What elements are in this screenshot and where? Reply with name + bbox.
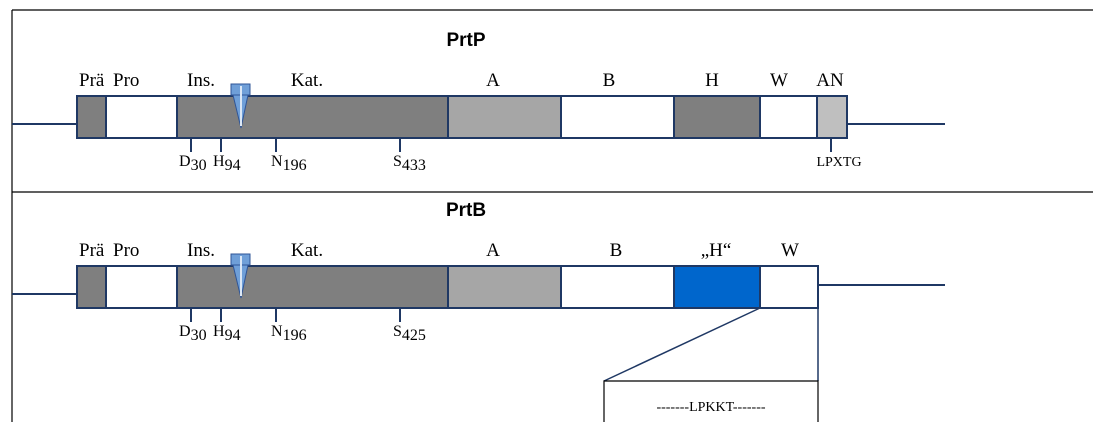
zoom-box xyxy=(603,380,819,422)
prtb-domain-w xyxy=(759,265,819,309)
prtb-insertion-pin-icon xyxy=(230,253,251,299)
prtb-domain-label-h: „H“ xyxy=(701,240,732,261)
prtp-domain-label-a: A xyxy=(486,70,500,91)
prtp-domain-label-b: B xyxy=(603,70,616,91)
prtp-domain-h xyxy=(673,95,761,139)
prtp-anchor-motif: LPXTG xyxy=(816,155,861,170)
prtb-domain-label-b: B xyxy=(610,240,623,261)
prtb-domain-h xyxy=(673,265,761,309)
prtp-domain-label-h: H xyxy=(705,70,719,91)
prtb-domain-pre xyxy=(76,265,107,309)
prtb-diagram: PrtB Prä Pro Ins. Kat. A B „H“ W xyxy=(12,200,945,422)
prtp-domain-label-kat: Kat. xyxy=(291,70,323,91)
prtb-domain-label-pre: Prä xyxy=(79,240,105,261)
prtp-domain-label-pro: Pro xyxy=(113,70,139,91)
prtb-site-n-label: N196 xyxy=(271,323,307,344)
prtp-site-d-label: D30 xyxy=(179,153,207,174)
prtp-domain-w xyxy=(759,95,818,139)
prtp-domain-label-an: AN xyxy=(816,70,844,91)
prtp-domain-label-ins: Ins. xyxy=(187,70,215,91)
prtb-domain-a xyxy=(447,265,562,309)
prtp-diagram: PrtP Prä Pro Ins. Kat. A B H W AN xyxy=(12,30,945,174)
prtp-domain-pre xyxy=(76,95,107,139)
prtb-site-d-label: D30 xyxy=(179,323,207,344)
prtb-domain-label-kat: Kat. xyxy=(291,240,323,261)
zoom-motif: -------LPKKT------- xyxy=(656,400,765,415)
prtb-domain-label-pro: Pro xyxy=(113,240,139,261)
prtp-site-n-label: N196 xyxy=(271,153,307,174)
prtb-domain-label-w: W xyxy=(781,240,799,261)
prtb-domain-pro xyxy=(105,265,178,309)
prtb-domain-catalytic xyxy=(176,265,449,309)
prtp-domain-pro xyxy=(105,95,178,139)
prtb-domain-label-ins: Ins. xyxy=(187,240,215,261)
prtp-title: PrtP xyxy=(446,30,485,51)
prtb-domain-b xyxy=(560,265,675,309)
prtb-domain-label-a: A xyxy=(486,240,500,261)
prtp-insertion-pin-icon xyxy=(230,83,251,129)
prtp-domain-label-w: W xyxy=(770,70,788,91)
prtp-site-h-label: H94 xyxy=(213,153,241,174)
prtb-site-s-label: S425 xyxy=(393,323,426,344)
prtb-title: PrtB xyxy=(446,200,486,221)
zoom-line-left xyxy=(603,307,761,382)
prtb-site-h-label: H94 xyxy=(213,323,241,344)
prtp-domain-label-pre: Prä xyxy=(79,70,105,91)
prtp-domain-catalytic xyxy=(176,95,449,139)
prtp-domain-b xyxy=(560,95,675,139)
prtp-site-s-label: S433 xyxy=(393,153,426,174)
prtp-domain-a xyxy=(447,95,562,139)
prtp-domain-an xyxy=(816,95,848,139)
